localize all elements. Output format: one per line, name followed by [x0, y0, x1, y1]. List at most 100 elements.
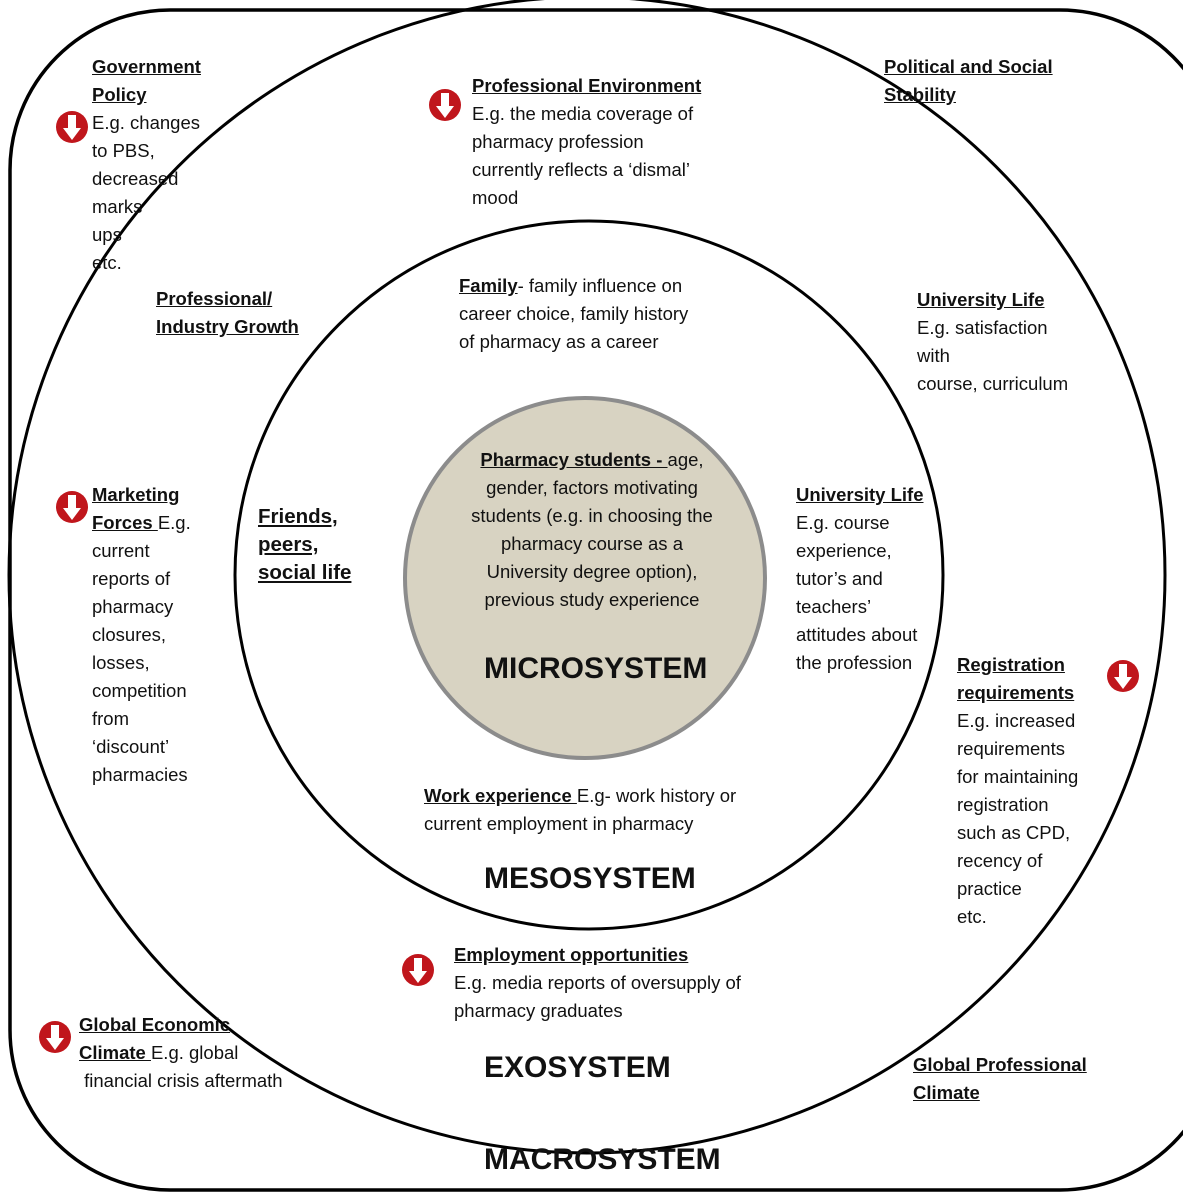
work-experience-title: Work experience: [424, 785, 577, 806]
global-economic-text: E.g. global: [150, 1042, 239, 1063]
professional-environment-line: pharmacy profession: [472, 131, 644, 152]
gov-line: E.g. changes: [92, 112, 200, 133]
exo-university-life-block: University Life E.g. satisfaction with c…: [917, 286, 1068, 398]
registration-line: recency of: [957, 850, 1043, 871]
industry-growth-title-l1: Professional/: [156, 288, 273, 309]
pharmacy-students-line: pharmacy course as a: [500, 533, 683, 554]
professional-environment-block: Professional Environment E.g. the media …: [472, 72, 701, 212]
exosystem-circle: [7, 0, 1167, 1155]
meso-university-line: tutor’s and: [796, 568, 883, 589]
government-policy-title-l1: Government: [92, 56, 201, 77]
gov-line: decreased: [92, 168, 179, 189]
pharmacy-students-block: Pharmacy students - age, gender, factors…: [440, 446, 744, 614]
employment-opportunities-block: Employment opportunities E.g. media repo…: [454, 941, 741, 1025]
global-professional-title-l1: Global Professional: [913, 1054, 1087, 1075]
macrosystem-label: MACROSYSTEM: [484, 1143, 721, 1176]
marketing-line: current: [92, 540, 150, 561]
industry-growth-block: Professional/ Industry Growth: [156, 285, 299, 341]
registration-line: practice: [957, 878, 1022, 899]
decline-arrow-icon: [56, 491, 88, 523]
political-stability-title-l1: Political and Social: [884, 56, 1053, 77]
employment-line: E.g. media reports of oversupply of: [454, 972, 741, 993]
mesosystem-label: MESOSYSTEM: [484, 862, 696, 895]
decline-arrow-icon: [39, 1021, 71, 1053]
registration-title-l2: requirements: [957, 682, 1075, 703]
friends-line: Friends,: [258, 505, 338, 528]
exo-university-line: course, curriculum: [917, 373, 1069, 394]
government-policy-title-l2: Policy: [92, 84, 147, 105]
exo-university-life-title: University Life: [917, 289, 1045, 310]
registration-requirements-block: Registration requirements E.g. increased…: [957, 651, 1078, 931]
family-text: - family influence on: [517, 275, 683, 296]
global-economic-title-l1: Global Economic: [79, 1014, 231, 1035]
employment-opportunities-title: Employment opportunities: [454, 944, 689, 965]
work-experience-line: current employment in pharmacy: [424, 813, 694, 834]
registration-line: E.g. increased: [957, 710, 1076, 731]
marketing-line: pharmacies: [92, 764, 188, 785]
marketing-line: losses,: [92, 652, 150, 673]
global-professional-title-l2: Climate: [913, 1082, 980, 1103]
registration-title-l1: Registration: [957, 654, 1065, 675]
microsystem-label: MICROSYSTEM: [484, 652, 708, 685]
decline-arrow-icon: [56, 111, 88, 143]
marketing-forces-line-2: Forces E.g.: [92, 509, 191, 537]
registration-line: registration: [957, 794, 1049, 815]
work-experience-block: Work experience E.g- work history or cur…: [424, 782, 736, 838]
meso-university-life-title: University Life: [796, 484, 924, 505]
pharmacy-students-line: gender, factors motivating: [486, 477, 698, 498]
marketing-forces-text: E.g.: [157, 512, 191, 533]
meso-university-line: teachers’: [796, 596, 872, 617]
professional-environment-line: currently reflects a ‘dismal’: [472, 159, 690, 180]
professional-environment-line: E.g. the media coverage of: [472, 103, 694, 124]
meso-university-life-block: University Life E.g. course experience, …: [796, 481, 924, 677]
family-block: Family- family influence on career choic…: [459, 272, 688, 356]
government-policy-block: Government Policy E.g. changes to PBS, d…: [92, 53, 201, 277]
global-economic-title-l2: Climate: [79, 1042, 151, 1063]
exo-university-line: E.g. satisfaction: [917, 317, 1048, 338]
marketing-forces-title-l2: Forces: [92, 512, 158, 533]
friends-block: Friends, peers, social life: [258, 503, 351, 587]
global-professional-climate-block: Global Professional Climate: [913, 1051, 1087, 1107]
registration-line: for maintaining: [957, 766, 1079, 787]
marketing-line: competition: [92, 680, 187, 701]
exosystem-label: EXOSYSTEM: [484, 1051, 671, 1084]
marketing-line: pharmacy: [92, 596, 174, 617]
employment-line: pharmacy graduates: [454, 1000, 623, 1021]
friends-line: peers,: [258, 533, 319, 556]
gov-line: marks: [92, 196, 143, 217]
professional-environment-line: mood: [472, 187, 519, 208]
decline-arrow-icon: [402, 954, 434, 986]
global-economic-line: financial crisis aftermath: [79, 1070, 283, 1091]
marketing-line: reports of: [92, 568, 171, 589]
marketing-forces-block: Marketing Forces E.g. current reports of…: [92, 481, 191, 789]
registration-line: requirements: [957, 738, 1065, 759]
meso-university-line: the profession: [796, 652, 913, 673]
global-economic-climate-block: Global Economic Climate E.g. global fina…: [79, 1011, 283, 1095]
meso-university-line: experience,: [796, 540, 892, 561]
pharmacy-students-line-1: Pharmacy students - age,: [440, 446, 744, 474]
work-experience-line-1: Work experience E.g- work history or: [424, 782, 736, 810]
government-policy-text: E.g. changes to PBS, decreased marks ups…: [92, 109, 201, 277]
marketing-forces-title-l1: Marketing: [92, 484, 180, 505]
mesosystem-circle: [233, 219, 945, 931]
gov-line: etc.: [92, 252, 122, 273]
decline-arrow-icon: [429, 89, 461, 121]
family-line: of pharmacy as a career: [459, 331, 659, 352]
gov-line: to PBS,: [92, 140, 155, 161]
gov-line: ups: [92, 224, 122, 245]
friends-line: social life: [258, 561, 352, 584]
marketing-line: closures,: [92, 624, 167, 645]
family-title: Family: [459, 275, 518, 296]
decline-arrow-icon: [1107, 660, 1139, 692]
pharmacy-students-title: Pharmacy students -: [480, 449, 668, 470]
political-stability-block: Political and Social Stability: [884, 53, 1053, 109]
registration-line: etc.: [957, 906, 987, 927]
family-line: career choice, family history: [459, 303, 689, 324]
meso-university-line: attitudes about: [796, 624, 918, 645]
work-experience-text: E.g- work history or: [576, 785, 737, 806]
exo-university-line: with: [917, 345, 950, 366]
professional-environment-title: Professional Environment: [472, 75, 702, 96]
industry-growth-title-l2: Industry Growth: [156, 316, 299, 337]
global-economic-line-2: Climate E.g. global: [79, 1039, 283, 1067]
